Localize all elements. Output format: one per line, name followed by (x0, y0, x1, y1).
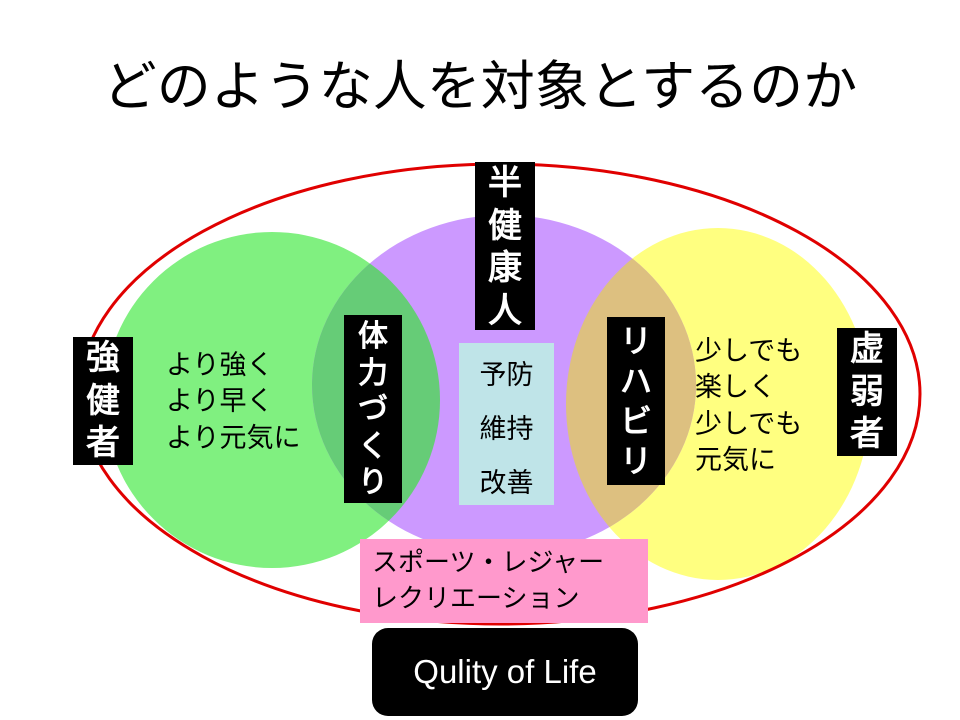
center-goals-box: 予防 維持 改善 (459, 343, 554, 505)
purple-yellow-overlap (566, 228, 696, 555)
right-goals-text: 少しでも 楽しく 少しでも 元気に (695, 336, 803, 477)
label-top-group: 半 健 康 人 (475, 162, 535, 331)
quality-of-life-box: Qulity of Life (372, 628, 638, 716)
left-goals-text: より強く より早く より元気に (166, 350, 301, 454)
label-right-overlap: リ ハ ビ リ (607, 317, 665, 485)
sports-box: スポーツ・レジャー レクリエーション (360, 539, 648, 623)
label-left-overlap: 体 力 づ く り (344, 315, 402, 503)
label-left-group: 強 健 者 (73, 337, 133, 465)
page-title: どのような人を対象とするのか (102, 55, 858, 118)
label-right-group: 虚 弱 者 (837, 328, 897, 456)
